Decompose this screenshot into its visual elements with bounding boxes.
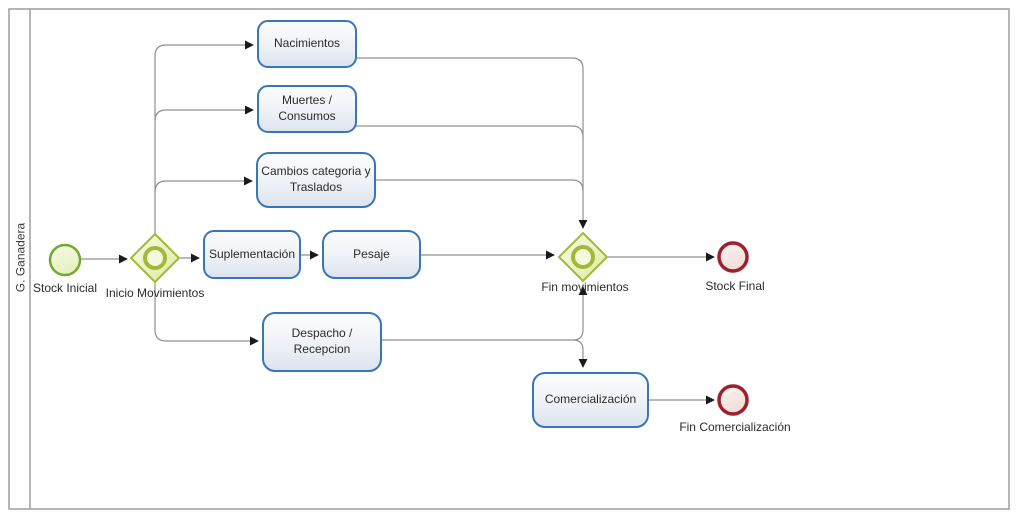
sequence-flows [80,40,715,405]
flow-muertes-to-fin [356,125,584,138]
task-despacho-recepcion[interactable] [262,312,382,372]
task-nacimientos[interactable] [257,20,357,68]
flow-cambios-to-fin [375,179,584,192]
flow-inicio-to-despacho [154,282,259,346]
end-event-stock-final[interactable] [717,241,749,273]
task-suplementacion[interactable] [203,230,301,279]
flow-inicio-to-muertes [154,105,254,122]
gateway-fin-movimientos[interactable] [557,231,609,283]
gateway-inicio-inner-circle-icon [143,246,167,270]
task-pesaje[interactable] [322,230,421,279]
pool-frame [8,8,1010,510]
task-muertes-consumos[interactable] [257,85,357,133]
flow-inicio-to-cambios [154,176,253,193]
flow-inicio-to-nacimientos [154,40,254,57]
task-cambios-categoria[interactable] [256,152,376,208]
start-event-stock-inicial[interactable] [48,243,82,277]
flow-nacimientos-to-fin [356,57,588,229]
flow-despacho-to-fin [381,286,588,341]
end-event-fin-comercializacion[interactable] [717,384,749,416]
gateway-inicio-movimientos[interactable] [129,232,181,284]
gateway-fin-inner-circle-icon [571,245,595,269]
task-comercializacion[interactable] [532,372,649,428]
flow-despacho-to-comercializacion [572,339,588,368]
